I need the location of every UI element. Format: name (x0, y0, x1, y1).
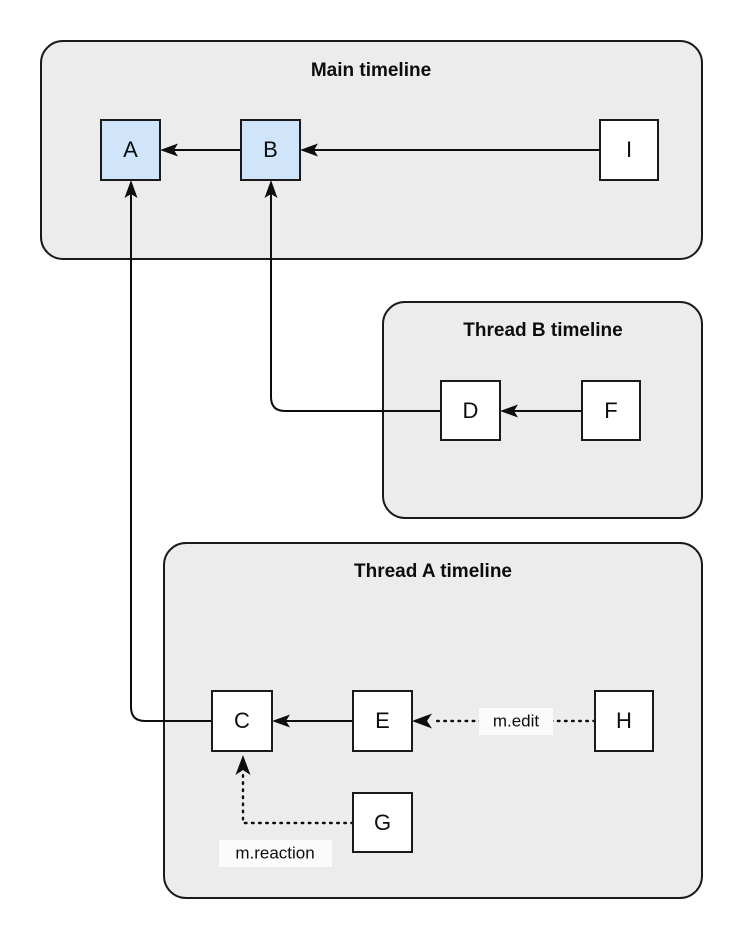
edge-g-to-c-line (241, 773, 355, 825)
node-d[interactable]: D (440, 380, 501, 441)
edge-g-to-c[interactable]: m.reaction (219, 755, 355, 867)
node-e[interactable]: E (352, 690, 413, 752)
edge-g-to-c-arrowhead (235, 755, 251, 775)
edge-c-to-a-arrowhead (124, 180, 138, 198)
node-h[interactable]: H (594, 690, 654, 752)
node-h-rect (594, 690, 654, 752)
node-e-label: E (375, 708, 390, 733)
node-f[interactable]: F (581, 380, 641, 441)
edge-c-to-a[interactable] (124, 180, 213, 722)
node-h-label: H (616, 708, 632, 733)
node-c[interactable]: C (211, 690, 273, 752)
edge-i-to-b[interactable] (300, 143, 600, 157)
node-b[interactable]: B (240, 119, 301, 181)
node-i-label: I (626, 137, 632, 162)
node-c-rect (211, 690, 273, 752)
edge-g-to-c-label: m.reaction (235, 843, 314, 862)
edge-d-to-b-arrowhead (264, 180, 278, 198)
node-g-label: G (374, 810, 391, 835)
node-d-rect (440, 380, 501, 441)
node-i[interactable]: I (599, 119, 659, 181)
node-b-rect (240, 119, 301, 181)
edge-h-to-e-label-backdrop (479, 708, 553, 735)
node-i-rect (599, 119, 659, 181)
thread-a-timeline-title: Thread A timeline (354, 561, 512, 582)
edge-i-to-b-arrowhead (300, 143, 318, 157)
edge-e-to-c-arrowhead (272, 714, 290, 728)
edge-d-to-b[interactable] (264, 180, 442, 412)
node-b-label: B (263, 137, 278, 162)
node-g-rect (352, 792, 413, 853)
edge-h-to-e[interactable]: m.edit (412, 708, 597, 735)
edge-b-to-a[interactable] (160, 143, 241, 157)
edge-b-to-a-arrowhead (160, 143, 178, 157)
node-e-rect (352, 690, 413, 752)
edge-d-to-b-line (270, 192, 441, 412)
edge-g-to-c-label-backdrop (219, 840, 332, 867)
node-a-label: A (123, 137, 138, 162)
node-d-label: D (463, 398, 479, 423)
node-a[interactable]: A (100, 119, 161, 181)
node-g[interactable]: G (352, 792, 413, 853)
edge-f-to-d-arrowhead (500, 404, 518, 418)
edge-h-to-e-label: m.edit (493, 711, 540, 730)
edge-e-to-c[interactable] (272, 714, 353, 728)
edge-c-to-a-line (130, 192, 212, 722)
node-a-rect (100, 119, 161, 181)
node-c-label: C (234, 708, 250, 733)
thread-b-timeline-title: Thread B timeline (463, 320, 622, 341)
main-timeline-title: Main timeline (311, 60, 431, 81)
edge-f-to-d[interactable] (500, 404, 582, 418)
node-f-rect (581, 380, 641, 441)
edge-h-to-e-arrowhead (412, 713, 432, 729)
node-f-label: F (604, 398, 617, 423)
